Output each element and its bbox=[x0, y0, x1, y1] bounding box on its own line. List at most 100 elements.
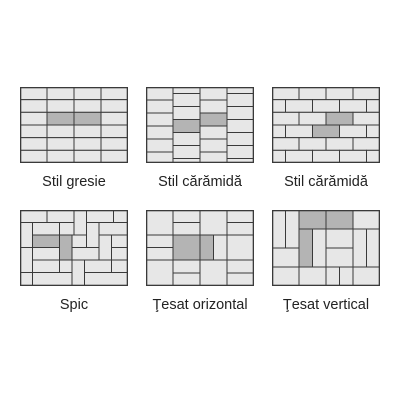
tesat-orizontal-label: Ţesat orizontal bbox=[152, 297, 248, 313]
tile bbox=[172, 158, 201, 163]
tile bbox=[73, 124, 102, 139]
tile bbox=[325, 247, 354, 268]
tile bbox=[172, 259, 201, 274]
tile bbox=[20, 272, 33, 286]
tile bbox=[285, 124, 313, 139]
stil-gresie-label: Stil gresie bbox=[42, 174, 106, 190]
tile bbox=[226, 222, 254, 236]
tile bbox=[172, 272, 201, 286]
pattern-frame bbox=[272, 210, 380, 286]
highlighted-tile bbox=[199, 234, 214, 261]
tile bbox=[272, 111, 300, 126]
tile bbox=[226, 210, 254, 223]
tile bbox=[352, 266, 380, 286]
tile bbox=[226, 234, 254, 261]
stil-caramida-svg bbox=[272, 87, 380, 163]
pattern-frame bbox=[20, 210, 128, 286]
tile bbox=[339, 99, 367, 113]
tile bbox=[298, 87, 327, 101]
tile bbox=[172, 222, 201, 236]
tile bbox=[98, 234, 112, 261]
tile bbox=[366, 124, 380, 139]
highlighted-tile bbox=[298, 228, 313, 268]
tile bbox=[199, 151, 228, 163]
tile bbox=[86, 222, 100, 248]
tile bbox=[366, 99, 380, 113]
tile bbox=[100, 137, 128, 151]
tile bbox=[73, 149, 102, 163]
spic-label: Spic bbox=[59, 297, 89, 313]
stil-caramida-label: Stil cărămidă bbox=[284, 174, 368, 190]
stil-caramida-vertical-svg bbox=[146, 87, 254, 163]
tile bbox=[20, 222, 33, 248]
tile bbox=[352, 87, 380, 101]
tile bbox=[352, 137, 380, 151]
tile bbox=[46, 149, 75, 163]
tile bbox=[71, 259, 85, 286]
tesat-vertical-svg bbox=[272, 210, 380, 286]
tile bbox=[32, 259, 60, 273]
tile bbox=[146, 210, 174, 236]
tile bbox=[272, 266, 300, 286]
highlighted-tile bbox=[325, 210, 354, 230]
tile bbox=[86, 210, 114, 223]
highlighted-tile bbox=[312, 124, 340, 139]
tile bbox=[272, 99, 286, 113]
tile bbox=[312, 149, 340, 163]
tile bbox=[20, 99, 48, 113]
tile bbox=[111, 234, 128, 248]
tile bbox=[352, 111, 380, 126]
tile bbox=[113, 210, 128, 223]
tile bbox=[146, 234, 174, 248]
tesat-vertical-label: Ţesat vertical bbox=[282, 297, 370, 313]
tile bbox=[100, 149, 128, 163]
tile bbox=[226, 259, 254, 274]
tile bbox=[172, 210, 201, 223]
tile bbox=[325, 228, 354, 249]
tile bbox=[339, 149, 367, 163]
pattern-frame bbox=[20, 87, 128, 163]
highlighted-tile bbox=[325, 111, 354, 126]
tile bbox=[71, 234, 87, 248]
tile bbox=[339, 124, 367, 139]
highlighted-tile bbox=[73, 111, 102, 126]
highlighted-tile bbox=[298, 210, 327, 230]
tile bbox=[352, 210, 380, 230]
tile bbox=[272, 137, 300, 151]
tile bbox=[111, 259, 128, 273]
spic-svg bbox=[20, 210, 128, 286]
tile bbox=[325, 137, 354, 151]
tile bbox=[71, 247, 100, 261]
highlighted-tile bbox=[172, 234, 201, 261]
tile bbox=[226, 119, 254, 133]
tile bbox=[298, 111, 327, 126]
tile bbox=[32, 272, 73, 286]
spic-pattern-icon bbox=[20, 210, 128, 286]
tile bbox=[111, 247, 128, 261]
stil-gresie-svg bbox=[20, 87, 128, 163]
tile bbox=[285, 149, 313, 163]
stil-gresie-pattern-icon bbox=[20, 87, 128, 163]
tile bbox=[226, 272, 254, 286]
tesat-orizontal-pattern-icon bbox=[146, 210, 254, 286]
pattern-frame bbox=[146, 210, 254, 286]
tile bbox=[213, 234, 228, 261]
tile bbox=[100, 124, 128, 139]
tile bbox=[84, 272, 128, 286]
tile bbox=[272, 247, 300, 268]
highlighted-tile bbox=[32, 234, 60, 248]
tile bbox=[272, 87, 300, 101]
tile bbox=[199, 87, 228, 101]
tile bbox=[73, 99, 102, 113]
stil-caramida-vertical-pattern-icon bbox=[146, 87, 254, 163]
tile bbox=[172, 145, 201, 159]
tile bbox=[146, 99, 174, 114]
tile bbox=[325, 87, 354, 101]
tile bbox=[46, 99, 75, 113]
tile bbox=[146, 112, 174, 127]
tile bbox=[84, 259, 112, 273]
tile bbox=[20, 247, 33, 273]
tile bbox=[46, 137, 75, 151]
tile bbox=[146, 138, 174, 153]
tile bbox=[285, 99, 313, 113]
